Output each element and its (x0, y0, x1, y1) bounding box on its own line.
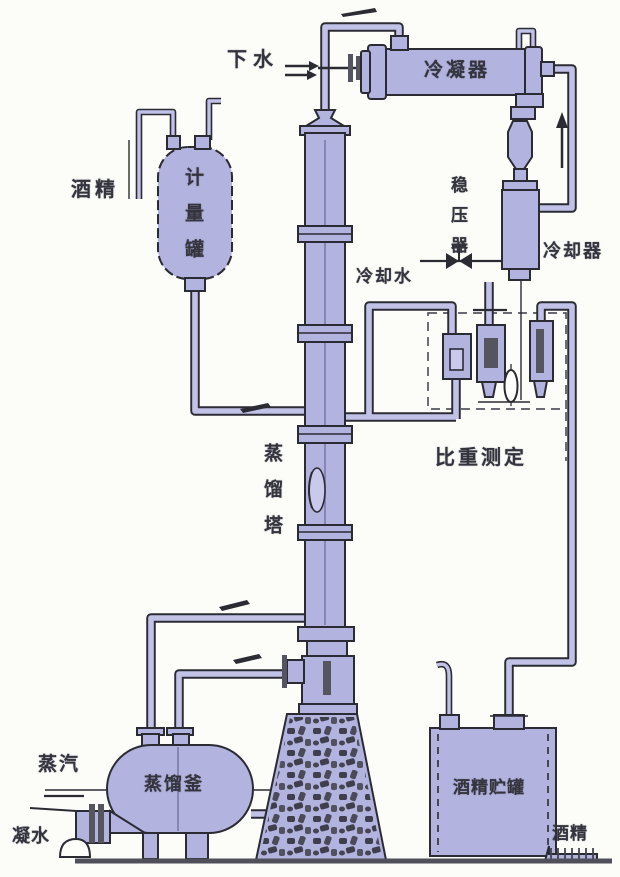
label-cooler: 冷却器 (543, 241, 603, 262)
outlet-hatch (550, 848, 594, 860)
alcohol-storage-tank (429, 714, 598, 862)
label-alcohol-out: 酒精 (552, 824, 588, 844)
label-distillation-column: 蒸馏塔 (261, 443, 283, 551)
masonry-base (254, 713, 388, 861)
sight-glass-cell-3 (529, 320, 554, 398)
pressure-stabilizer-body (507, 120, 533, 170)
label-alcohol-feed: 酒精 (71, 177, 119, 201)
sight-glass-cell-1 (442, 333, 472, 380)
sight-glass-cell-2 (473, 308, 507, 398)
cooler-body (501, 189, 540, 270)
label-drain-water: 下水 (227, 47, 279, 71)
label-gravity-measurement: 比重测定 (435, 445, 527, 469)
label-cooling-water: 冷却水 (356, 267, 413, 287)
cooler-train (420, 93, 544, 281)
valve (446, 244, 472, 269)
label-condensate: 凝水 (12, 826, 50, 847)
steam-trap (58, 837, 92, 858)
label-condenser: 冷凝器 (424, 59, 491, 81)
condenser-vessel (348, 35, 555, 100)
column-top-bell (302, 109, 348, 127)
label-pressure-stabilizer: 稳压器 (447, 176, 467, 266)
distillation-column (282, 109, 358, 716)
label-metering-tank: 计量罐 (182, 167, 204, 275)
flow-arrows (219, 8, 568, 664)
metering-tank (157, 135, 233, 292)
hydrometer-float (478, 281, 530, 406)
label-steam: 蒸汽 (38, 753, 81, 775)
gravity-measurement-boundary (427, 312, 567, 461)
distillation-kettle (58, 727, 254, 860)
steam-inlet (75, 804, 149, 844)
label-alcohol-storage-tank: 酒精贮罐 (453, 778, 525, 798)
label-distillation-kettle: 蒸馏釜 (144, 774, 204, 795)
